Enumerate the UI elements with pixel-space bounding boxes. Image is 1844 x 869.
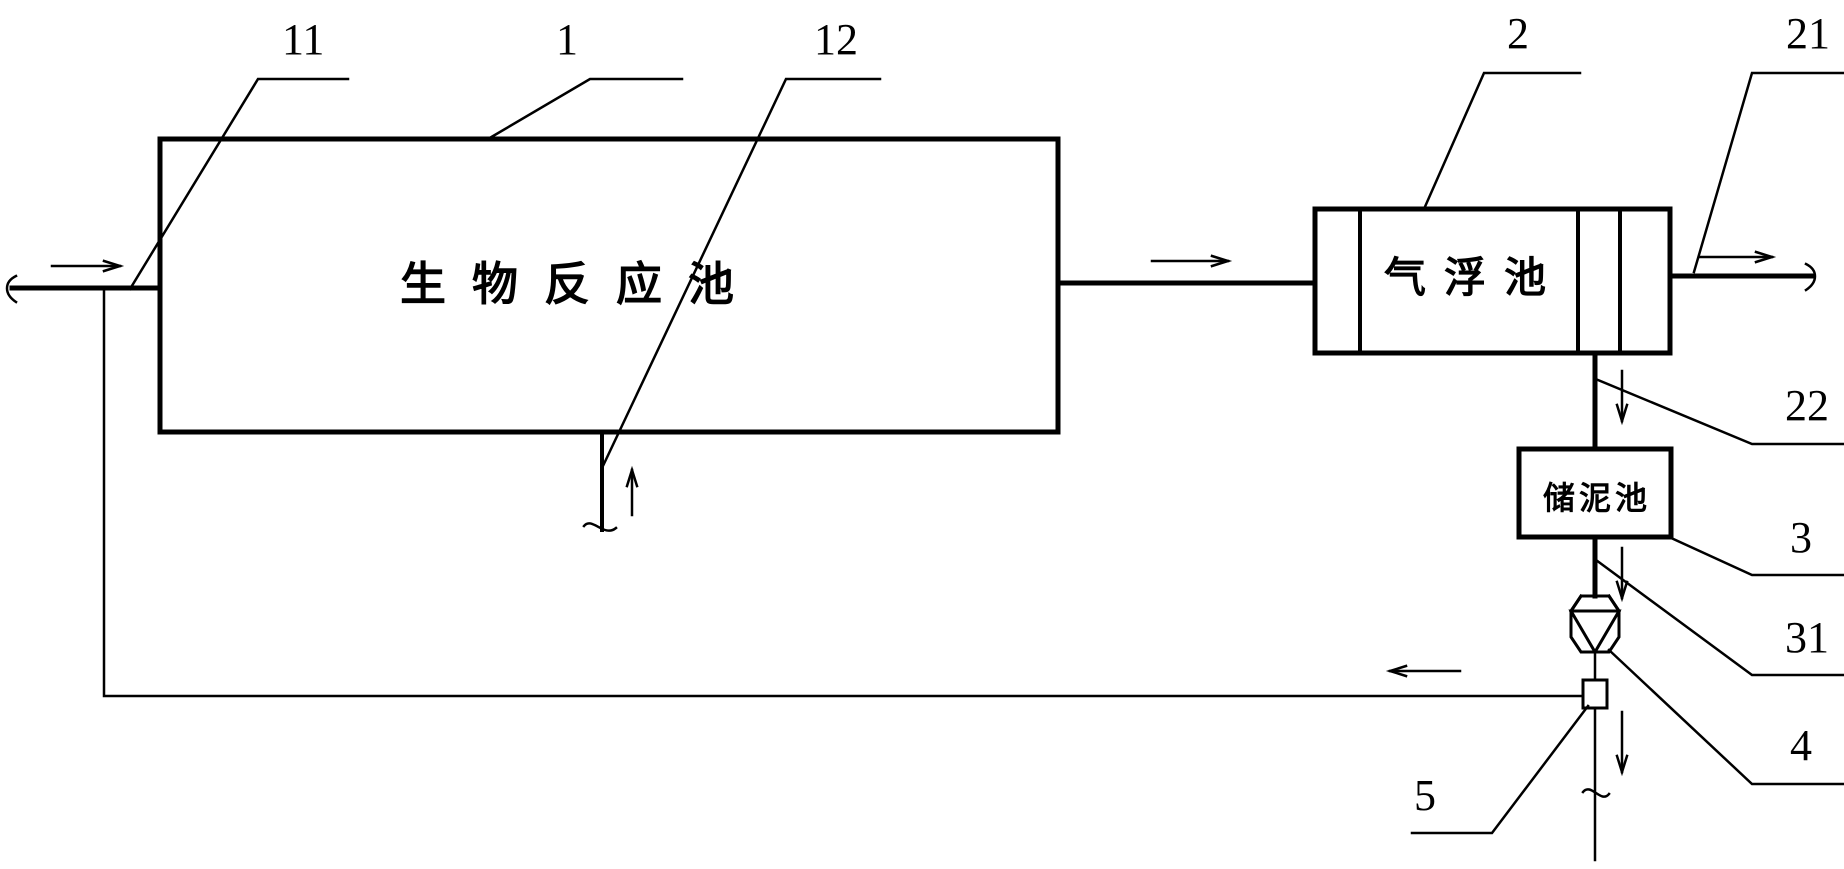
callout-4: 4 — [1790, 721, 1812, 770]
pipe-break-icon — [1581, 788, 1611, 798]
callout-11: 11 — [282, 15, 324, 64]
leader-line — [1594, 558, 1844, 677]
sludge-tank-label: 储泥池 — [1543, 479, 1651, 517]
flow-arrow-icon — [625, 465, 639, 517]
sludge-tank: 储泥池 — [1516, 446, 1674, 540]
flow-arrows — [50, 250, 1777, 777]
pipe-break-icon — [582, 522, 618, 532]
callout-numbers: 11 1 12 2 21 22 3 31 4 5 — [282, 9, 1830, 820]
flotation-tank: 气浮池 — [1312, 206, 1673, 356]
callout-2: 2 — [1507, 9, 1529, 58]
reactor-tank: 生物反应池 — [157, 136, 1061, 435]
leader-line — [1607, 648, 1844, 786]
callout-3: 3 — [1790, 513, 1812, 562]
leader-lines — [128, 71, 1844, 835]
leader-line — [128, 77, 350, 291]
leader-line — [1596, 378, 1844, 446]
reactor-tank-label: 生物反应池 — [400, 257, 760, 311]
flow-arrow-icon — [1615, 369, 1629, 426]
flow-arrow-icon — [50, 259, 125, 273]
pipe-break-icon — [5, 274, 18, 304]
leader-line — [600, 77, 882, 470]
valve-icon — [1581, 678, 1609, 710]
callout-5: 5 — [1414, 771, 1436, 820]
callout-31: 31 — [1785, 613, 1829, 662]
callout-22: 22 — [1785, 381, 1829, 430]
reactor-tank-box — [157, 136, 1061, 435]
flow-arrow-icon — [1698, 250, 1777, 264]
flow-arrow-icon — [1385, 664, 1462, 678]
flotation-tank-box — [1312, 206, 1673, 356]
flotation-tank-label: 气浮池 — [1384, 253, 1564, 302]
sludge-recycle-line — [102, 288, 1585, 698]
callout-21: 21 — [1786, 9, 1830, 58]
sludge-tank-box — [1516, 446, 1674, 540]
pump-icon — [1568, 593, 1622, 655]
pipe-break-icon — [1804, 262, 1817, 292]
leader-line — [1667, 535, 1844, 577]
leader-line — [1410, 704, 1590, 835]
flow-arrow-icon — [1615, 710, 1629, 777]
callout-12: 12 — [814, 15, 858, 64]
leader-line — [1692, 71, 1844, 274]
leader-line — [486, 77, 684, 141]
callout-1: 1 — [556, 15, 578, 64]
pipe-break-icons — [5, 262, 1817, 798]
leader-line — [1422, 71, 1582, 211]
flow-arrow-icon — [1615, 546, 1629, 603]
flow-arrow-icon — [1150, 254, 1233, 268]
